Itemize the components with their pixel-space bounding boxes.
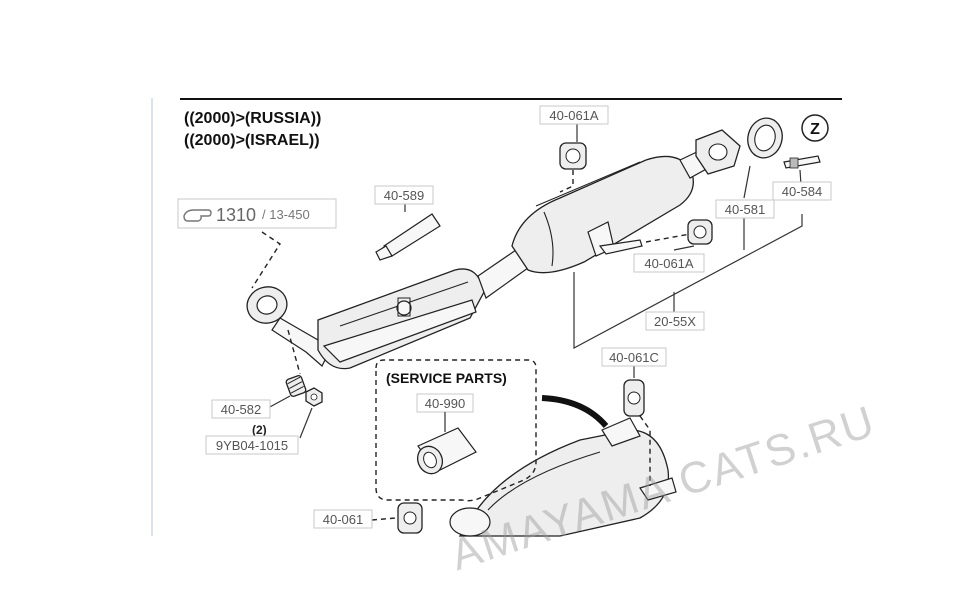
svg-text:40-584: 40-584 bbox=[782, 184, 822, 199]
cat-outlet-flange bbox=[695, 129, 741, 175]
reference-sub: / 13-450 bbox=[262, 207, 310, 222]
svg-text:40-061: 40-061 bbox=[323, 512, 363, 527]
rubber-hanger-top bbox=[559, 142, 587, 170]
label-40-061C[interactable]: 40-061C bbox=[601, 347, 667, 367]
service-parts-group: (SERVICE PARTS) 40-990 bbox=[375, 359, 537, 502]
svg-text:40-582: 40-582 bbox=[221, 402, 261, 417]
svg-text:40-581: 40-581 bbox=[725, 202, 765, 217]
main-catalytic-converter bbox=[511, 139, 731, 274]
rear-muffler bbox=[449, 417, 677, 537]
front-flange bbox=[246, 286, 288, 324]
rubber-hanger-mid bbox=[687, 219, 713, 245]
label-9YB04-1015[interactable]: 9YB04-1015 bbox=[205, 435, 299, 455]
reference-link[interactable]: 1310 / 13-450 bbox=[177, 198, 337, 229]
callout-z[interactable]: Z bbox=[801, 114, 829, 142]
quantity-note: (2) bbox=[252, 423, 267, 437]
svg-text:40-061A: 40-061A bbox=[644, 256, 693, 271]
svg-text:20-55X: 20-55X bbox=[654, 314, 696, 329]
reference-main: 1310 bbox=[216, 205, 256, 225]
svg-text:40-589: 40-589 bbox=[384, 188, 424, 203]
gasket bbox=[747, 117, 783, 159]
rubber-hanger-bottom bbox=[397, 502, 423, 534]
label-20-55X[interactable]: 20-55X bbox=[645, 311, 705, 331]
label-40-061[interactable]: 40-061 bbox=[313, 509, 373, 529]
stud-bolt bbox=[783, 155, 821, 169]
header-line-2: ((2000)>(ISRAEL)) bbox=[184, 132, 320, 149]
header-line-1: ((2000)>(RUSSIA)) bbox=[184, 110, 321, 127]
service-part-number: 40-990 bbox=[425, 396, 465, 411]
svg-text:40-061A: 40-061A bbox=[549, 108, 598, 123]
pipe-sleeve bbox=[416, 427, 477, 475]
label-40-582[interactable]: 40-582 bbox=[211, 399, 271, 419]
sealant-tube bbox=[375, 213, 441, 261]
svg-text:9YB04-1015: 9YB04-1015 bbox=[216, 438, 288, 453]
label-40-584[interactable]: 40-584 bbox=[772, 181, 832, 201]
label-40-581[interactable]: 40-581 bbox=[715, 199, 775, 219]
pointing-hand-icon bbox=[183, 209, 212, 222]
front-catalytic-converter bbox=[317, 268, 485, 370]
service-parts-title: (SERVICE PARTS) bbox=[386, 370, 507, 386]
rubber-hanger-rear bbox=[623, 379, 645, 417]
label-40-061A-top[interactable]: 40-061A bbox=[539, 105, 609, 125]
label-40-061A-mid[interactable]: 40-061A bbox=[633, 253, 705, 273]
spring-and-nut bbox=[285, 375, 323, 407]
callout-z-letter: Z bbox=[810, 121, 820, 138]
direction-arrow bbox=[541, 395, 609, 429]
label-40-589[interactable]: 40-589 bbox=[374, 185, 434, 205]
svg-text:40-061C: 40-061C bbox=[609, 350, 659, 365]
